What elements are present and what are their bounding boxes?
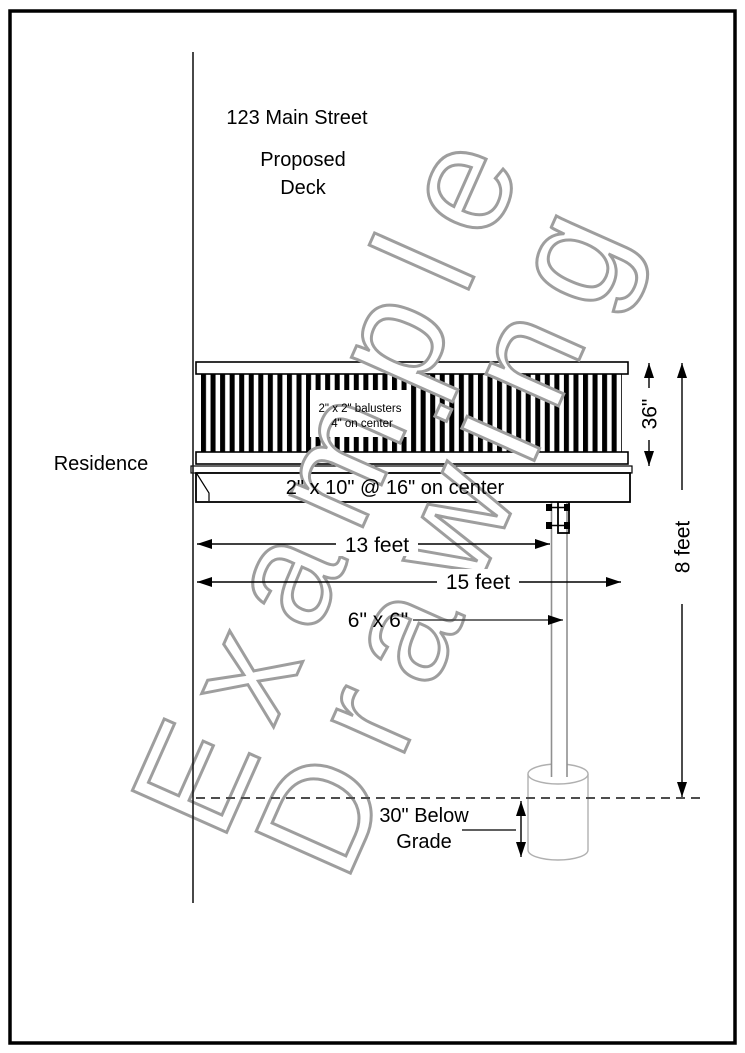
deck-structure — [190, 361, 633, 861]
bolt-nut — [546, 522, 552, 529]
footing-depth-line1: 30" Below — [379, 805, 469, 827]
annotations: 123 Main Street Proposed Deck Residence … — [54, 52, 703, 903]
joist-band — [195, 472, 631, 503]
baluster-note-box — [310, 390, 407, 437]
balusters — [201, 374, 622, 453]
post-size-label: 6" x 6" — [348, 609, 408, 632]
post-fill — [551, 502, 567, 777]
dim-text-bg — [636, 388, 662, 440]
bolt-nut — [564, 522, 570, 529]
residence-label: Residence — [54, 453, 149, 475]
bottom-rail — [195, 451, 629, 465]
dim-text-bg — [336, 531, 418, 556]
joist-label: 2" x 10" @ 16" on center — [286, 477, 505, 499]
baluster-note-line1: 2" x 2" balusters — [319, 403, 402, 415]
dim-label-36in: 36" — [638, 399, 661, 430]
project-title-line2: Deck — [280, 177, 327, 199]
dim-text-bg — [437, 569, 519, 594]
baluster-note-line2: 4" on center — [331, 418, 393, 430]
footing-body — [527, 774, 589, 861]
page-border — [8, 9, 737, 1045]
joist-band-chamfer — [196, 473, 210, 501]
dim-label-13ft: 13 feet — [345, 534, 409, 557]
dim-text-bg — [668, 490, 696, 604]
dim-label-15ft: 15 feet — [446, 571, 510, 594]
project-title-line1: Proposed — [260, 149, 346, 171]
bolt-nut — [564, 504, 570, 511]
bolt-nut — [546, 504, 552, 511]
dim-label-8ft: 8 feet — [671, 521, 694, 574]
address-label: 123 Main Street — [226, 107, 368, 129]
footing-depth-line2: Grade — [396, 831, 452, 853]
